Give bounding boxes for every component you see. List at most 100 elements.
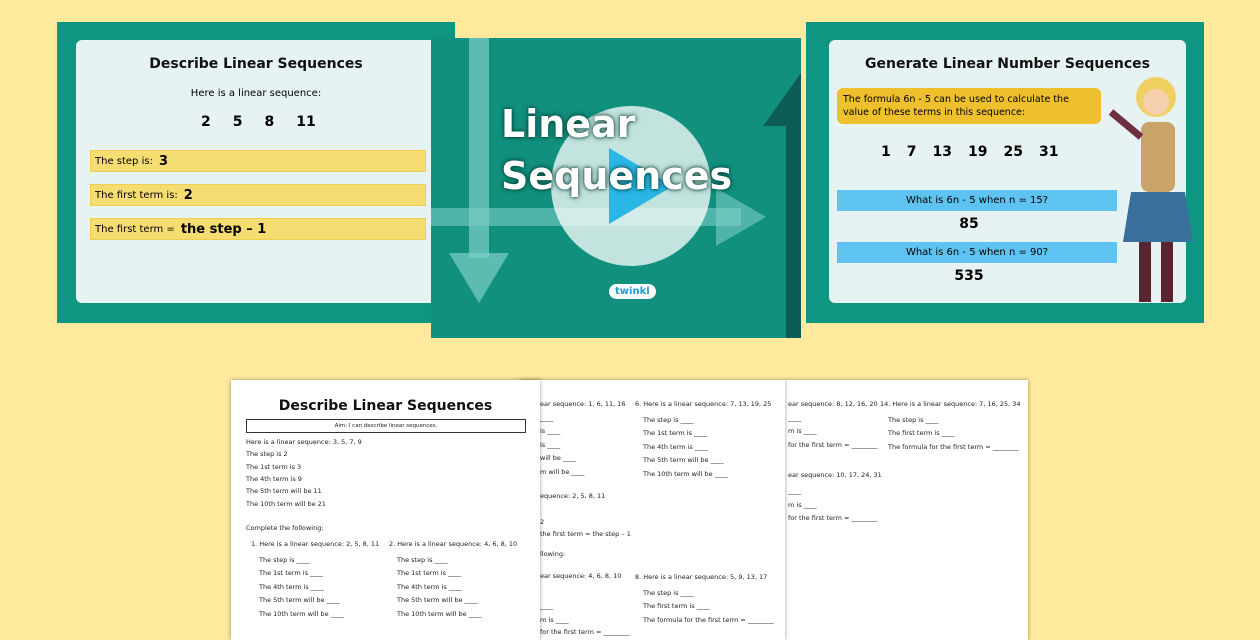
worksheet-line: will be ____ bbox=[540, 454, 576, 462]
worksheet-line: m is ____ bbox=[788, 427, 817, 435]
term: 1 bbox=[881, 144, 891, 160]
worksheet-line: for the first term = ________ bbox=[788, 440, 878, 449]
formula-row: The first term = the step – 1 bbox=[90, 218, 426, 240]
slide-generate[interactable]: Generate Linear Number Sequences The for… bbox=[806, 22, 1204, 323]
answer-1: 85 bbox=[959, 216, 979, 232]
worksheet-title: Describe Linear Sequences bbox=[278, 398, 493, 414]
worksheet-page-2: ear sequence: 1, 6, 11, 16____is ____is … bbox=[520, 380, 785, 640]
worksheet-line: The 10th term will be ____ bbox=[397, 609, 482, 618]
worksheet-page-3: ear sequence: 8, 12, 16, 20____m is ____… bbox=[785, 380, 1028, 640]
worksheet-line: for the first term = ________ bbox=[540, 628, 630, 636]
question-2: What is 6n - 5 when n = 90? bbox=[837, 242, 1117, 263]
slide-describe[interactable]: Describe Linear Sequences Here is a line… bbox=[57, 22, 455, 323]
worksheet-line: The 1st term is ____ bbox=[643, 429, 708, 437]
worksheet-line: The 4th term is ____ bbox=[397, 582, 462, 591]
worksheet-line: The step is ____ bbox=[643, 588, 694, 597]
worksheet-line: The step is ____ bbox=[397, 555, 448, 564]
worksheet-line: 14. Here is a linear sequence: 7, 16, 25… bbox=[880, 400, 1021, 408]
worksheet-line: The step is ____ bbox=[259, 555, 310, 564]
worksheet-line: is ____ bbox=[540, 440, 561, 449]
term: 7 bbox=[906, 144, 917, 160]
worksheet-line: m is ____ bbox=[788, 501, 817, 509]
worksheet-line: The formula for the first term = _______… bbox=[643, 615, 774, 624]
worksheet-line: is ____ bbox=[540, 427, 561, 435]
play-icon bbox=[609, 148, 673, 224]
worksheet-line: ear sequence: 8, 12, 16, 20 bbox=[788, 400, 878, 408]
worksheet-line: m is ____ bbox=[540, 616, 569, 624]
term: 13 bbox=[932, 144, 952, 160]
slide-panel: Describe Linear Sequences Here is a line… bbox=[76, 40, 436, 303]
worksheet-line: The step is ____ bbox=[643, 415, 694, 424]
worksheet-line: ____ bbox=[540, 413, 553, 422]
answer-2: 535 bbox=[954, 268, 984, 284]
worksheet-line: the first term = the step – 1 bbox=[540, 530, 631, 538]
worksheet-line: The 5th term will be 11 bbox=[246, 487, 322, 496]
worksheet-line: llowing: bbox=[540, 550, 566, 558]
speech-bubble: The formula 6n - 5 can be used to calcul… bbox=[837, 88, 1101, 124]
worksheet-line: ear sequence: 10, 17, 24, 31 bbox=[788, 471, 882, 479]
worksheet-line: ear sequence: 1, 6, 11, 16 bbox=[540, 400, 626, 408]
slide-title: Generate Linear Number Sequences bbox=[865, 56, 1150, 72]
value: 2 bbox=[183, 187, 193, 203]
worksheet-line: The 4th term is ____ bbox=[643, 442, 708, 451]
worksheet-line: 2. Here is a linear sequence: 4, 6, 8, 1… bbox=[389, 540, 518, 548]
value: 3 bbox=[158, 153, 168, 169]
worksheet-line: ____ bbox=[788, 413, 801, 422]
worksheet-line: The first term is ____ bbox=[888, 429, 955, 437]
worksheet-line: equence: 2, 5, 8, 11 bbox=[540, 492, 606, 500]
slide-title: Describe Linear Sequences bbox=[149, 56, 363, 72]
worksheet-line: The 10th term will be ____ bbox=[259, 609, 344, 618]
worksheet-line: ____ bbox=[540, 602, 553, 610]
worksheet-line: The 1st term is ____ bbox=[397, 569, 462, 577]
aim-box: Aim: I can describe linear sequences. bbox=[246, 419, 526, 433]
question-1: What is 6n - 5 when n = 15? bbox=[837, 190, 1117, 211]
worksheet-line: Here is a linear sequence: 3, 5, 7, 9 bbox=[246, 438, 362, 446]
term: 8 bbox=[264, 114, 275, 130]
term: 2 bbox=[201, 114, 211, 130]
worksheet-line: The 4th term is 9 bbox=[246, 474, 302, 483]
worksheet-line: 2 bbox=[540, 518, 545, 526]
worksheet-line: 8. Here is a linear sequence: 5, 9, 13, … bbox=[635, 573, 768, 581]
worksheet-line: The 1st term is 3 bbox=[246, 462, 302, 471]
worksheet-line: The 5th term will be ____ bbox=[643, 456, 724, 464]
video-title: Linear Sequences bbox=[501, 98, 732, 202]
term: 31 bbox=[1038, 144, 1059, 160]
worksheet-line: 1. Here is a linear sequence: 2, 5, 8, 1… bbox=[251, 540, 380, 548]
title-line: Sequences bbox=[501, 154, 733, 198]
label: The first term is: bbox=[95, 189, 178, 201]
term: 11 bbox=[296, 114, 316, 130]
worksheet-line: The 5th term will be ____ bbox=[397, 596, 478, 604]
worksheet-page-1: Describe Linear Sequences Aim: I can des… bbox=[231, 380, 540, 640]
worksheet-line: The 10th term will be 21 bbox=[246, 499, 326, 508]
worksheet-line: 6. Here is a linear sequence: 7, 13, 19,… bbox=[635, 400, 772, 408]
label: The first term = bbox=[95, 223, 175, 235]
slide-panel: Generate Linear Number Sequences The for… bbox=[829, 40, 1186, 303]
worksheet-line: The 5th term will be ____ bbox=[259, 596, 340, 604]
sequence: 2 5 8 11 bbox=[201, 114, 316, 130]
worksheet-line: ear sequence: 4, 6, 8, 10 bbox=[540, 572, 622, 580]
twinkl-logo: twinkl bbox=[609, 284, 656, 299]
slide-intro: Here is a linear sequence: bbox=[190, 88, 322, 99]
worksheet-line: m will be ____ bbox=[540, 467, 585, 476]
worksheet-line: for the first term = ________ bbox=[788, 514, 878, 522]
worksheet-line: The formula for the first term = _______… bbox=[888, 442, 1019, 451]
step-row: The step is:3 bbox=[90, 150, 426, 172]
term: 5 bbox=[232, 114, 243, 130]
worksheet-line: The step is ____ bbox=[888, 415, 939, 424]
value: the step – 1 bbox=[180, 221, 267, 237]
term: 19 bbox=[967, 144, 988, 160]
worksheet-line: The first term is ____ bbox=[643, 602, 710, 610]
worksheet-line: The 4th term is ____ bbox=[259, 582, 324, 591]
worksheet-line: The 10th term will be ____ bbox=[643, 469, 728, 478]
play-button[interactable] bbox=[551, 106, 711, 266]
worksheet-line: The 1st term is ____ bbox=[259, 569, 324, 577]
first-term-row: The first term is: 2 bbox=[90, 184, 426, 206]
title-line: Linear bbox=[501, 102, 636, 146]
term: 25 bbox=[1003, 144, 1023, 160]
slide-title-video[interactable]: Linear Sequences twinkl bbox=[431, 38, 801, 338]
worksheet-line: The step is 2 bbox=[246, 450, 288, 459]
worksheet-line: ____ bbox=[788, 487, 801, 495]
teacher-character-illustration bbox=[1108, 77, 1193, 302]
worksheet-line: Complete the following: bbox=[246, 524, 324, 532]
